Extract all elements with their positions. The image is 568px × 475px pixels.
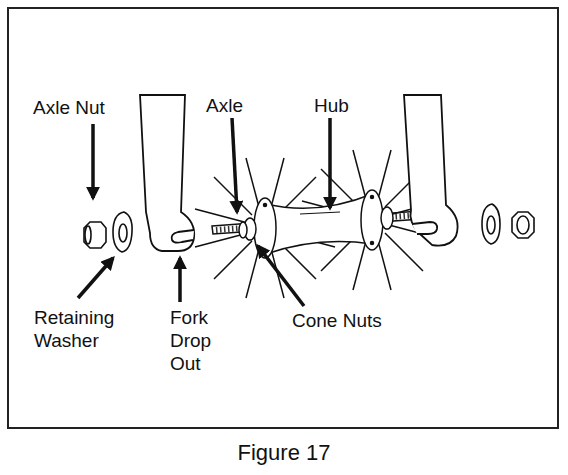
hub	[254, 190, 383, 258]
part-label: Retaining Washer	[34, 306, 134, 352]
right-fork	[404, 95, 458, 246]
frame	[8, 8, 558, 428]
part-label: Cone Nuts	[292, 309, 402, 332]
part-label: Hub	[314, 94, 374, 117]
left-fork	[140, 95, 194, 251]
part-label: Axle Nut	[33, 96, 153, 119]
leader-arrows	[78, 118, 330, 306]
spokes	[195, 150, 442, 298]
part-label: Axle	[206, 94, 266, 117]
washers-nuts	[84, 204, 534, 252]
cone-nuts	[239, 207, 393, 240]
figure-caption: Figure 17	[0, 440, 568, 466]
part-label: Fork Drop Out	[170, 306, 247, 375]
